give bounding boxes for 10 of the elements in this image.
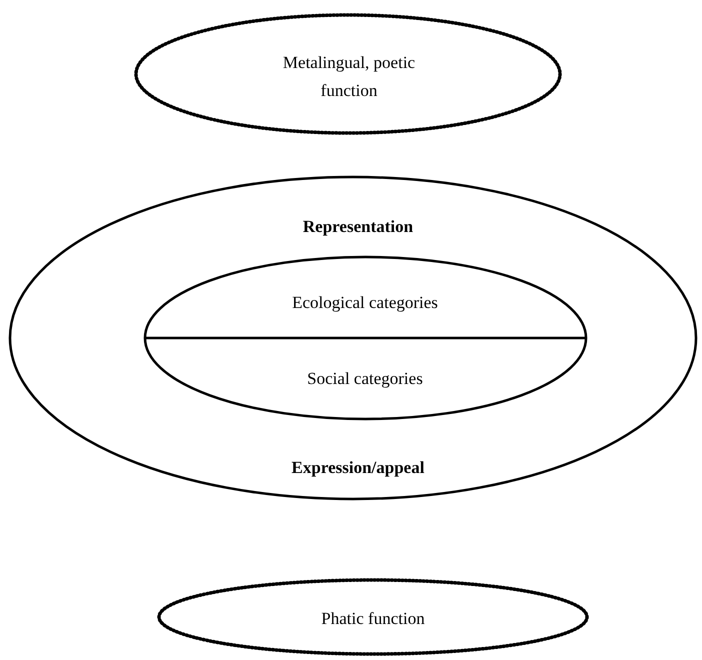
node-label: Representation [302, 216, 414, 238]
ellipse [143, 255, 588, 421]
dotted-ellipse [134, 13, 562, 135]
node-label: Phatic function [320, 608, 426, 630]
node-label: Social categories [306, 368, 424, 390]
node-label: Expression/appeal [290, 457, 426, 479]
node-label: Ecological categories [291, 292, 439, 314]
dotted-ellipse [157, 578, 589, 656]
node-label: Metalingual, poetic function [282, 52, 416, 102]
ellipse [8, 175, 698, 501]
